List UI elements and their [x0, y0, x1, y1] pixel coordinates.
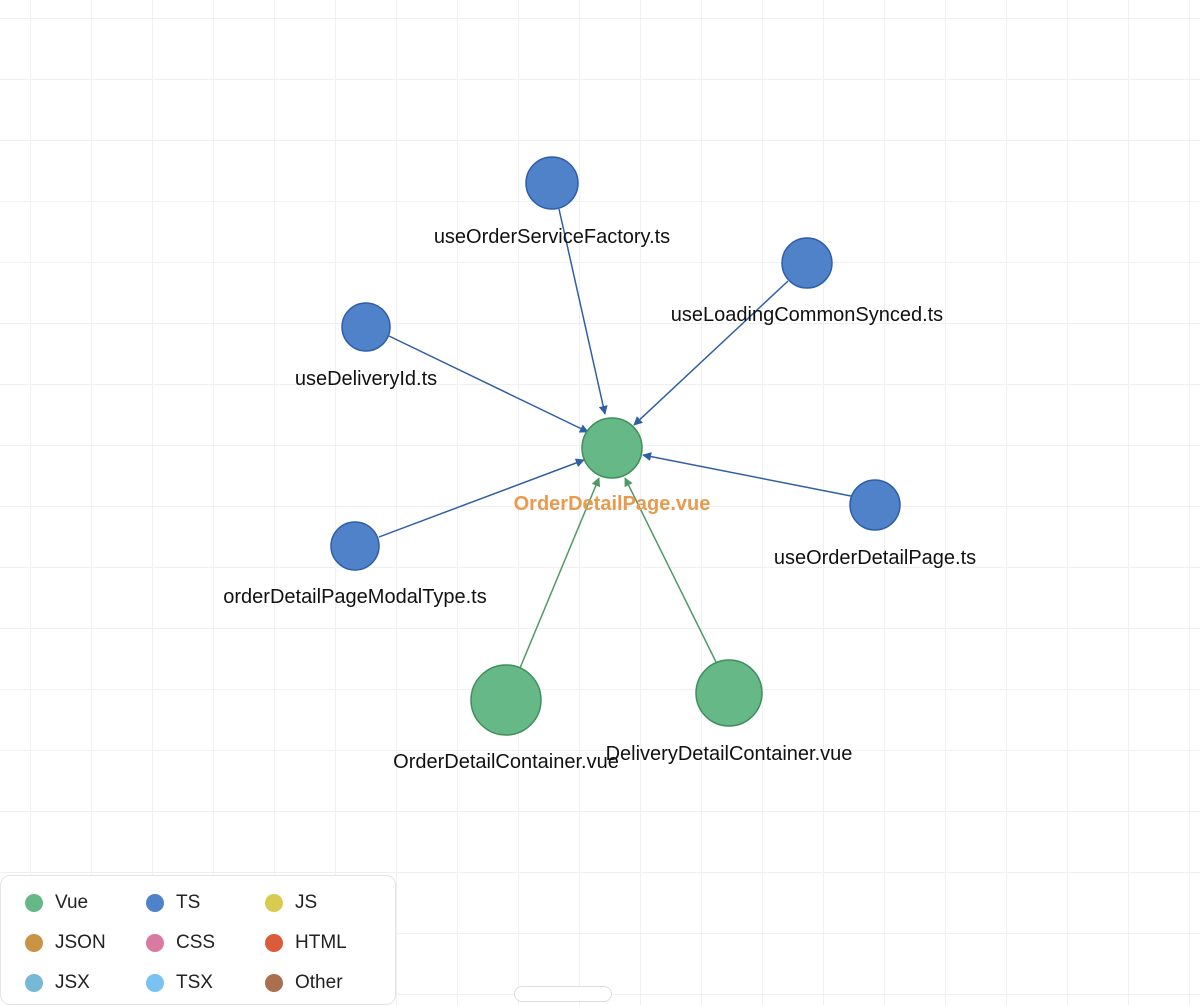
ts-color-dot-icon	[146, 894, 164, 912]
legend-item-css: CSS	[146, 932, 215, 954]
legend-label-css: CSS	[176, 932, 216, 953]
label-useLoadingCommonSynced: useLoadingCommonSynced.ts	[671, 304, 943, 326]
nodes[interactable]	[330, 156, 901, 736]
node-OrderDetailContainer[interactable]	[470, 664, 542, 736]
edge-useOrderDetailPage	[642, 452, 852, 497]
css-color-dot-icon	[146, 934, 164, 952]
html-color-dot-icon	[265, 934, 283, 952]
jsx-color-dot-icon	[25, 974, 43, 992]
node-useOrderDetailPage[interactable]	[849, 479, 901, 531]
label-OrderDetailPage: OrderDetailPage.vue	[514, 493, 711, 515]
legend-label-json: JSON	[55, 932, 106, 953]
edge-OrderDetailContainer	[519, 477, 601, 669]
legend-item-tsx: TSX	[146, 972, 213, 994]
legend-label-tsx: TSX	[176, 972, 213, 993]
legend-item-html: HTML	[265, 932, 347, 954]
tsx-color-dot-icon	[146, 974, 164, 992]
legend-label-vue: Vue	[55, 892, 89, 913]
label-useDeliveryId: useDeliveryId.ts	[295, 368, 437, 390]
bottom-toolbar-handle[interactable]	[514, 986, 612, 1002]
node-orderDetailPageModalType[interactable]	[330, 521, 380, 571]
legend-item-other: Other	[265, 972, 343, 994]
node-labels: useOrderServiceFactory.ts useLoadingComm…	[223, 226, 976, 773]
label-useOrderDetailPage: useOrderDetailPage.ts	[774, 547, 976, 569]
legend-item-ts: TS	[146, 892, 200, 914]
vue-color-dot-icon	[25, 894, 43, 912]
node-OrderDetailPage[interactable]	[581, 417, 643, 479]
file-type-legend: Vue TS JS JSON CSS HTML JSX TSX Other	[0, 875, 396, 1005]
edges	[378, 208, 852, 669]
legend-label-ts: TS	[176, 892, 201, 913]
label-orderDetailPageModalType: orderDetailPageModalType.ts	[223, 586, 486, 608]
legend-item-jsx: JSX	[25, 972, 90, 994]
legend-label-other: Other	[295, 972, 343, 993]
node-useOrderServiceFactory[interactable]	[525, 156, 579, 210]
edge-useLoadingCommonSynced	[633, 280, 789, 426]
node-useLoadingCommonSynced[interactable]	[781, 237, 833, 289]
edge-useDeliveryId	[388, 335, 589, 433]
js-color-dot-icon	[265, 894, 283, 912]
label-OrderDetailContainer: OrderDetailContainer.vue	[393, 751, 619, 773]
label-useOrderServiceFactory: useOrderServiceFactory.ts	[434, 226, 670, 248]
legend-label-js: JS	[295, 892, 318, 913]
other-color-dot-icon	[265, 974, 283, 992]
json-color-dot-icon	[25, 934, 43, 952]
legend-label-jsx: JSX	[55, 972, 90, 993]
legend-label-html: HTML	[295, 932, 347, 953]
label-DeliveryDetailContainer: DeliveryDetailContainer.vue	[606, 743, 853, 765]
edge-orderDetailPageModalType	[378, 458, 585, 538]
edge-DeliveryDetailContainer	[624, 477, 717, 663]
legend-item-js: JS	[265, 892, 317, 914]
legend-item-vue: Vue	[25, 892, 88, 914]
edge-useOrderServiceFactory	[558, 208, 608, 415]
node-useDeliveryId[interactable]	[341, 302, 391, 352]
node-DeliveryDetailContainer[interactable]	[695, 659, 763, 727]
legend-item-json: JSON	[25, 932, 106, 954]
